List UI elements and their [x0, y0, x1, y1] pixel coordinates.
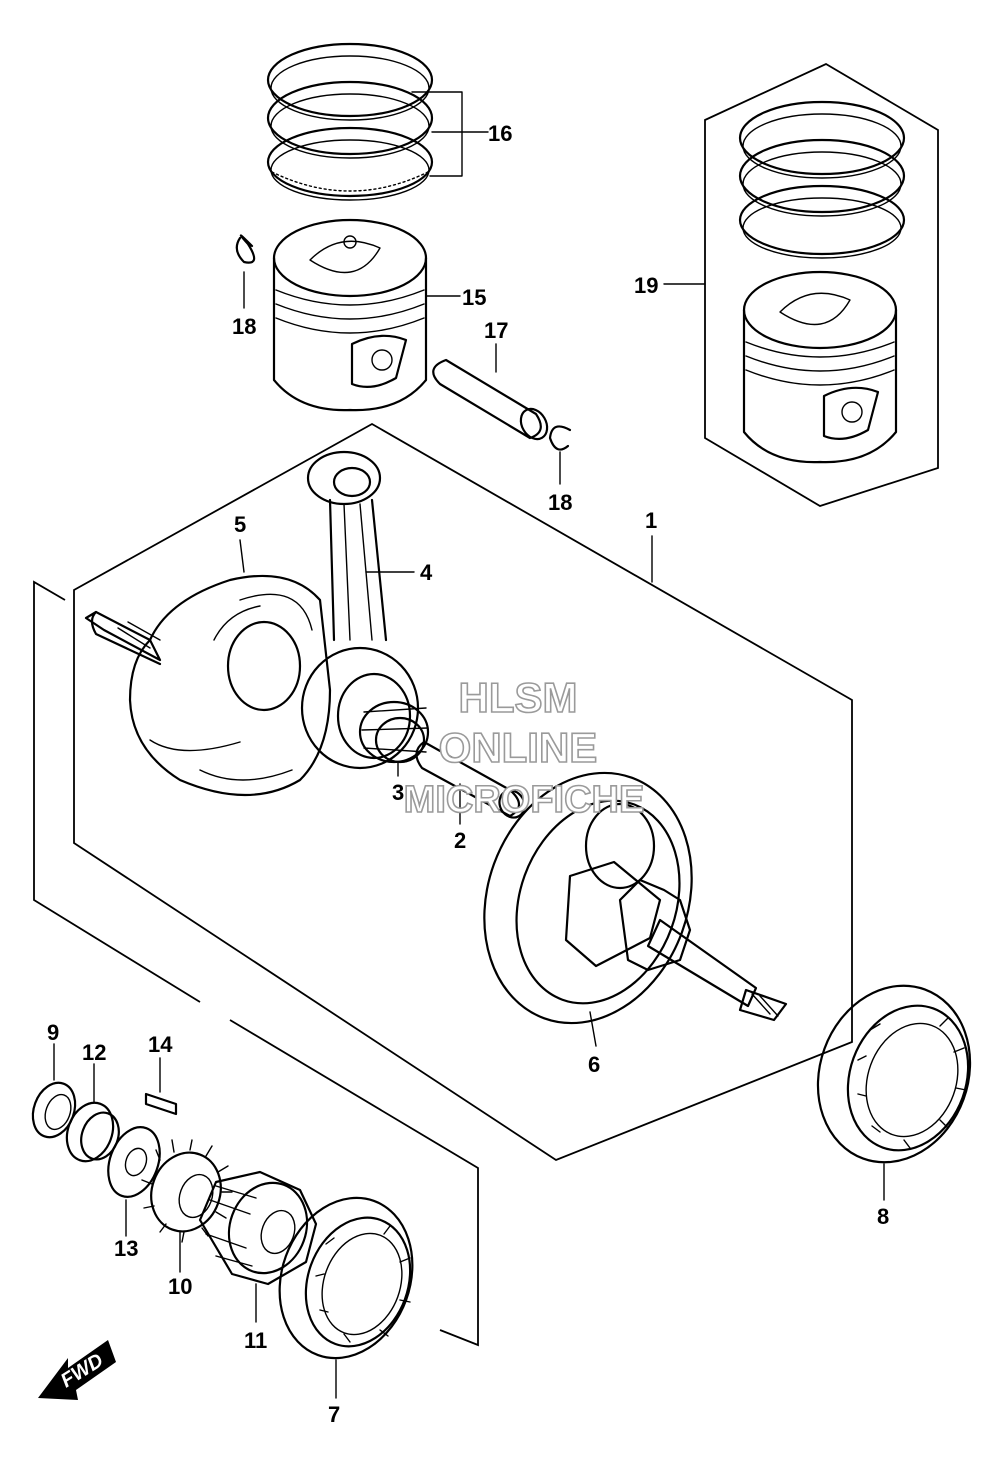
drive-gear-small	[141, 1139, 233, 1243]
crank-outer-frame	[33, 580, 201, 1003]
callout-18-right: 18	[548, 490, 572, 515]
connecting-rod	[300, 450, 420, 770]
woodruff-key	[144, 1092, 178, 1116]
callout-1: 1	[645, 508, 657, 533]
watermark: HLSM ONLINE MICROFICHE	[403, 673, 645, 822]
callout-16: 16	[488, 121, 512, 146]
callout-8: 8	[877, 1204, 889, 1229]
callout-2: 2	[454, 828, 466, 853]
watermark-line-3: MICROFICHE	[404, 779, 645, 821]
callout-3: 3	[392, 780, 404, 805]
callout-17: 17	[484, 318, 508, 343]
callout-15: 15	[462, 285, 486, 310]
leader-6	[589, 1011, 597, 1047]
piston-pin-circlip-left	[235, 234, 256, 264]
washer	[107, 1126, 161, 1198]
primary-drive-gear	[198, 1170, 318, 1286]
fwd-arrow-icon	[38, 1340, 116, 1400]
callout-13: 13	[114, 1236, 138, 1261]
callout-10: 10	[168, 1274, 192, 1299]
piston-rings	[266, 42, 434, 201]
callout-18-left: 18	[232, 314, 256, 339]
piston-pin-circlip-right	[548, 425, 572, 451]
crankshaft-left	[84, 574, 332, 797]
watermark-line-2: ONLINE	[439, 724, 598, 771]
piston-pin	[432, 358, 549, 441]
piston-set-frame	[704, 62, 939, 507]
callout-7: 7	[328, 1402, 340, 1427]
crankshaft-assembly-frame	[73, 422, 853, 1162]
spacer	[65, 1101, 120, 1163]
piston-set	[738, 100, 906, 464]
callout-12: 12	[82, 1040, 106, 1065]
callout-9: 9	[47, 1020, 59, 1045]
callout-4: 4	[420, 560, 433, 585]
callout-19: 19	[634, 273, 658, 298]
crank-pin-bearing	[358, 700, 430, 764]
watermark-line-1: HLSM	[459, 674, 578, 721]
callout-11: 11	[244, 1328, 267, 1353]
callout-6: 6	[588, 1052, 600, 1077]
main-bearing-right	[816, 984, 972, 1164]
callout-5: 5	[234, 512, 246, 537]
crank-outer-frame-lower	[229, 1019, 479, 1347]
oil-seal	[31, 1081, 77, 1139]
leader-16	[411, 91, 463, 177]
crankshaft-right	[483, 771, 788, 1025]
crank-pin	[415, 740, 526, 819]
main-bearing-left	[278, 1196, 414, 1360]
piston	[272, 218, 428, 412]
leader-5	[239, 539, 245, 573]
callout-14: 14	[148, 1032, 173, 1057]
fwd-arrow: FWD	[38, 1340, 116, 1400]
